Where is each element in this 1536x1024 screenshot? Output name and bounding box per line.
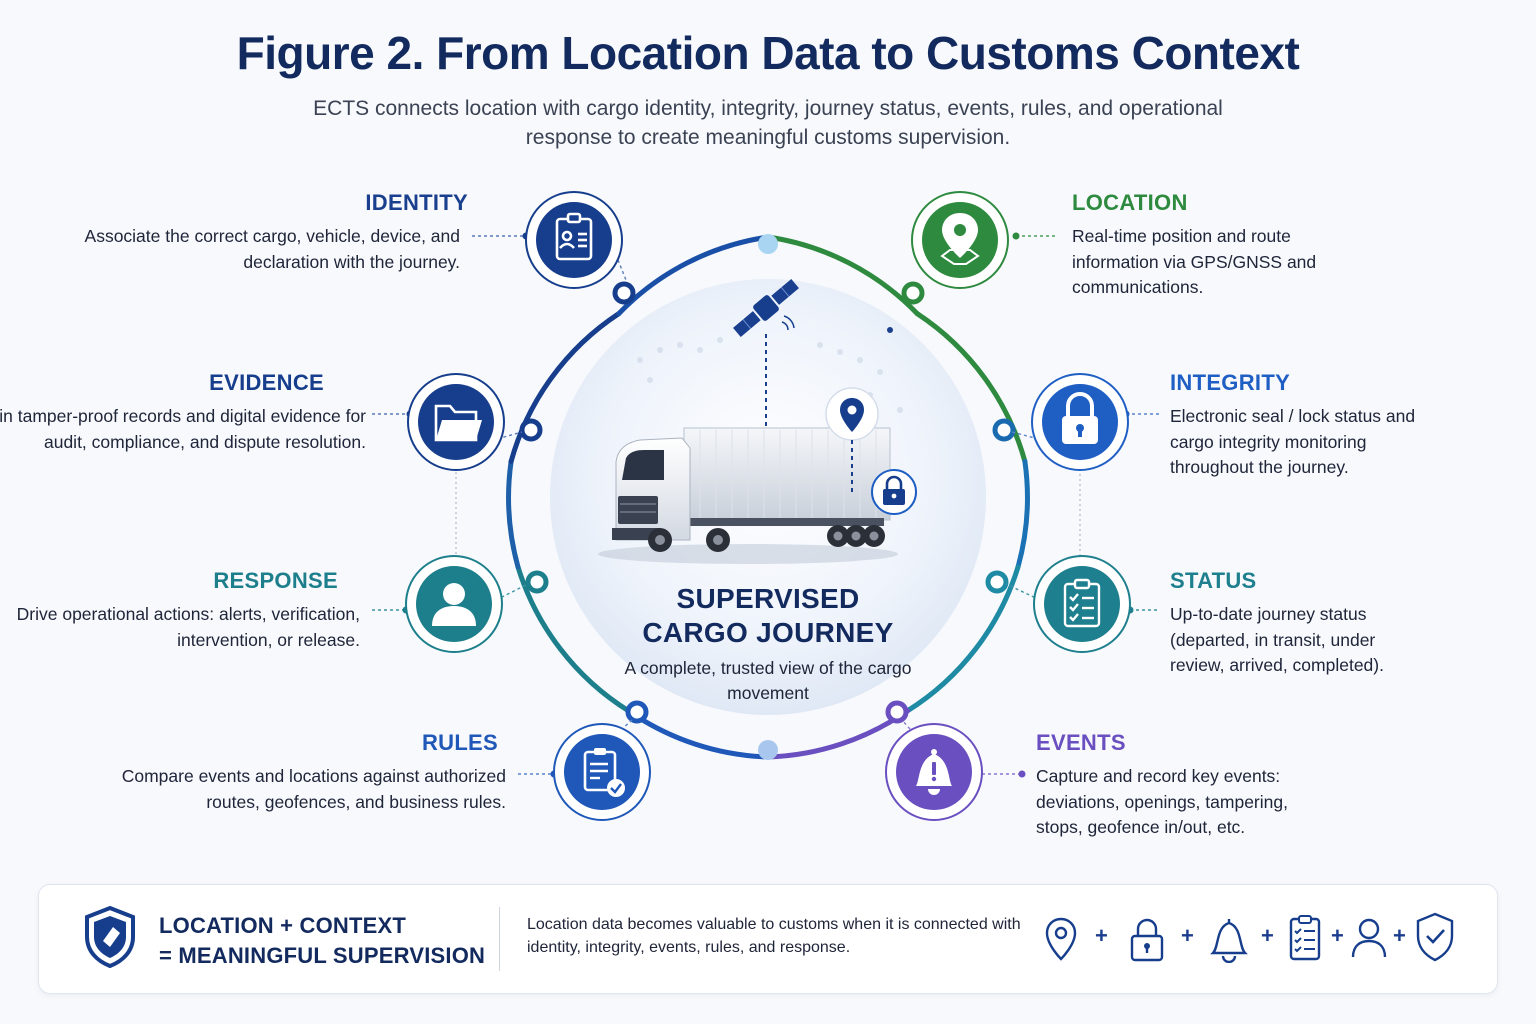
- plus-sign-2: +: [1181, 923, 1194, 948]
- response-description: Drive operational actions: alerts, verif…: [16, 604, 360, 650]
- identity-node[interactable]: [525, 191, 623, 289]
- footer-padlock-icon: [1130, 918, 1164, 962]
- evidence-title: EVIDENCE: [209, 370, 324, 395]
- location-label: LOCATION Real-time position and route in…: [1072, 190, 1332, 301]
- cycle-diagram: [372, 191, 1160, 821]
- status-node[interactable]: [1033, 555, 1131, 653]
- identity-description: Associate the correct cargo, vehicle, de…: [84, 226, 460, 272]
- seal-lock-badge: [871, 469, 917, 515]
- integrity-node[interactable]: [1031, 373, 1129, 471]
- rules-node[interactable]: [553, 723, 651, 821]
- evidence-label: EVIDENCE Maintain tamper-proof records a…: [0, 370, 366, 455]
- bell-alert-icon: [916, 749, 952, 795]
- footer-person-icon: [1351, 918, 1387, 958]
- footer-title-line2: = MEANINGFUL SUPERVISION: [159, 943, 486, 968]
- footer-divider: [499, 907, 500, 971]
- events-description: Capture and record key events: deviation…: [1036, 766, 1288, 837]
- center-title: SUPERVISED CARGO JOURNEY: [618, 582, 918, 650]
- identity-label: IDENTITY Associate the correct cargo, ve…: [40, 190, 468, 275]
- status-label: STATUS Up-to-date journey status (depart…: [1170, 568, 1410, 679]
- ring-dots: [519, 234, 1016, 760]
- response-node[interactable]: [405, 555, 503, 653]
- events-label: EVENTS Capture and record key events: de…: [1036, 730, 1326, 841]
- page-subtitle: ECTS connects location with cargo identi…: [313, 97, 1223, 149]
- person-icon: [432, 583, 476, 626]
- plus-sign-3: +: [1261, 923, 1274, 948]
- footer-bell-icon: [1210, 919, 1248, 963]
- rules-title: RULES: [421, 730, 498, 755]
- world-map-dots: [637, 337, 903, 413]
- folder-icon: [434, 404, 482, 442]
- clipboard-check-icon: [583, 748, 625, 797]
- rules-label: RULES Compare events and locations again…: [86, 730, 506, 815]
- evidence-description: Maintain tamper-proof records and digita…: [0, 406, 366, 452]
- footer-title: LOCATION + CONTEXT = MEANINGFUL SUPERVIS…: [159, 911, 485, 971]
- truck-location-pin: [825, 387, 879, 496]
- response-label: RESPONSE Drive operational actions: aler…: [0, 568, 360, 653]
- plus-sign-1: +: [1095, 923, 1108, 948]
- location-title: LOCATION: [1072, 190, 1188, 215]
- events-title: EVENTS: [1036, 730, 1126, 755]
- checklist-icon: [1063, 578, 1101, 628]
- plus-sign-4: +: [1331, 923, 1344, 948]
- id-card-icon: [555, 212, 593, 261]
- map-pin-icon: [940, 213, 980, 265]
- shield-logo-icon: [85, 905, 135, 969]
- integrity-description: Electronic seal / lock status and cargo …: [1170, 406, 1416, 477]
- page-title: Figure 2. From Location Data to Customs …: [236, 27, 1300, 79]
- center-title-line1: SUPERVISED: [676, 583, 860, 614]
- location-description: Real-time position and route information…: [1072, 226, 1317, 297]
- evidence-node[interactable]: [407, 373, 505, 471]
- rules-description: Compare events and locations against aut…: [121, 766, 506, 812]
- truck-illustration: [598, 427, 898, 564]
- response-title: RESPONSE: [213, 568, 338, 593]
- footer-map-pin-icon: [1045, 917, 1077, 961]
- summary-banner: LOCATION + CONTEXT = MEANINGFUL SUPERVIS…: [38, 884, 1498, 994]
- integrity-label: INTEGRITY Electronic seal / lock status …: [1170, 370, 1430, 481]
- integrity-title: INTEGRITY: [1170, 370, 1291, 395]
- location-node[interactable]: [911, 191, 1009, 289]
- status-description: Up-to-date journey status (departed, in …: [1170, 604, 1384, 675]
- cycle-ring: [506, 234, 1030, 760]
- center-title-line2: CARGO JOURNEY: [642, 617, 894, 648]
- footer-shield-check-icon: [1416, 912, 1454, 962]
- footer-text: Location data becomes valuable to custom…: [527, 916, 1021, 956]
- events-node[interactable]: [885, 723, 983, 821]
- center-description: A complete, trusted view of the cargo mo…: [624, 658, 912, 703]
- satellite-icon: [733, 278, 799, 338]
- footer-title-line1: LOCATION + CONTEXT: [159, 913, 407, 938]
- footer-checklist-icon: [1289, 915, 1321, 961]
- identity-title: IDENTITY: [365, 190, 468, 215]
- status-title: STATUS: [1170, 568, 1257, 593]
- padlock-icon: [1062, 392, 1098, 444]
- plus-sign-5: +: [1393, 923, 1406, 948]
